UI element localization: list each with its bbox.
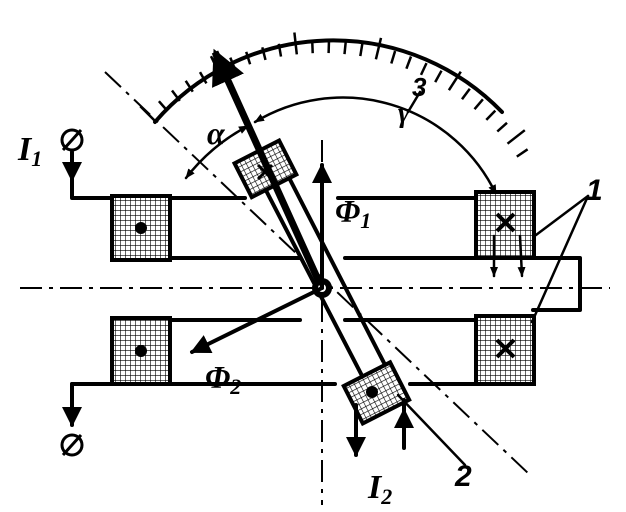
current-dot-symbol: [135, 222, 147, 234]
label-flux-1: Φ1: [335, 193, 371, 233]
scale-tick: [277, 43, 283, 57]
scale-arc: [139, 32, 529, 158]
scale-tick: [405, 56, 413, 70]
scale-tick: [359, 43, 364, 57]
label-gamma: γ: [398, 98, 410, 129]
scale-tick: [171, 89, 181, 102]
field-arrow: [517, 234, 526, 278]
scale-tick: [496, 121, 508, 133]
resultant-vector: [226, 80, 324, 290]
scale-tick: [374, 37, 383, 60]
scale-tick: [261, 46, 267, 61]
scale-tick: [473, 98, 484, 111]
angle-arcs: [184, 96, 498, 196]
label-part-3: 3: [412, 72, 427, 102]
scale-tick: [447, 71, 462, 91]
scale-tick: [157, 100, 169, 112]
scale-tick: [390, 50, 397, 64]
current-dot-symbol: [366, 386, 378, 398]
terminal-bottom: [60, 382, 84, 457]
scale-tick: [485, 109, 497, 121]
scale-tick: [293, 32, 299, 55]
label-part-2: 2: [454, 460, 472, 493]
scale-tick: [310, 40, 314, 54]
label-flux-2: Φ2: [205, 359, 241, 399]
scale-tick: [434, 70, 443, 83]
fixed-coil-assembly: [70, 164, 582, 412]
current-dot-symbol: [135, 345, 147, 357]
terminal-i1: [60, 128, 84, 182]
scale-tick: [516, 148, 529, 158]
scale-tick: [506, 129, 526, 145]
label-part-1: 1: [586, 174, 603, 207]
scale-tick: [343, 40, 348, 55]
scale-tick: [184, 80, 194, 93]
scale-tick: [460, 88, 471, 101]
leader-lines: [396, 90, 590, 467]
current-cross-symbol: [495, 212, 516, 233]
current-cross-symbol: [495, 338, 516, 359]
flux-2-vector: [190, 286, 324, 354]
scale-tick: [245, 51, 252, 65]
label-i1: I1: [17, 131, 42, 171]
scale-tick: [139, 105, 157, 123]
scale-tick: [198, 71, 208, 85]
label-alpha: α: [207, 115, 226, 151]
label-i2: I2: [367, 469, 392, 509]
scale-tick: [419, 62, 428, 76]
